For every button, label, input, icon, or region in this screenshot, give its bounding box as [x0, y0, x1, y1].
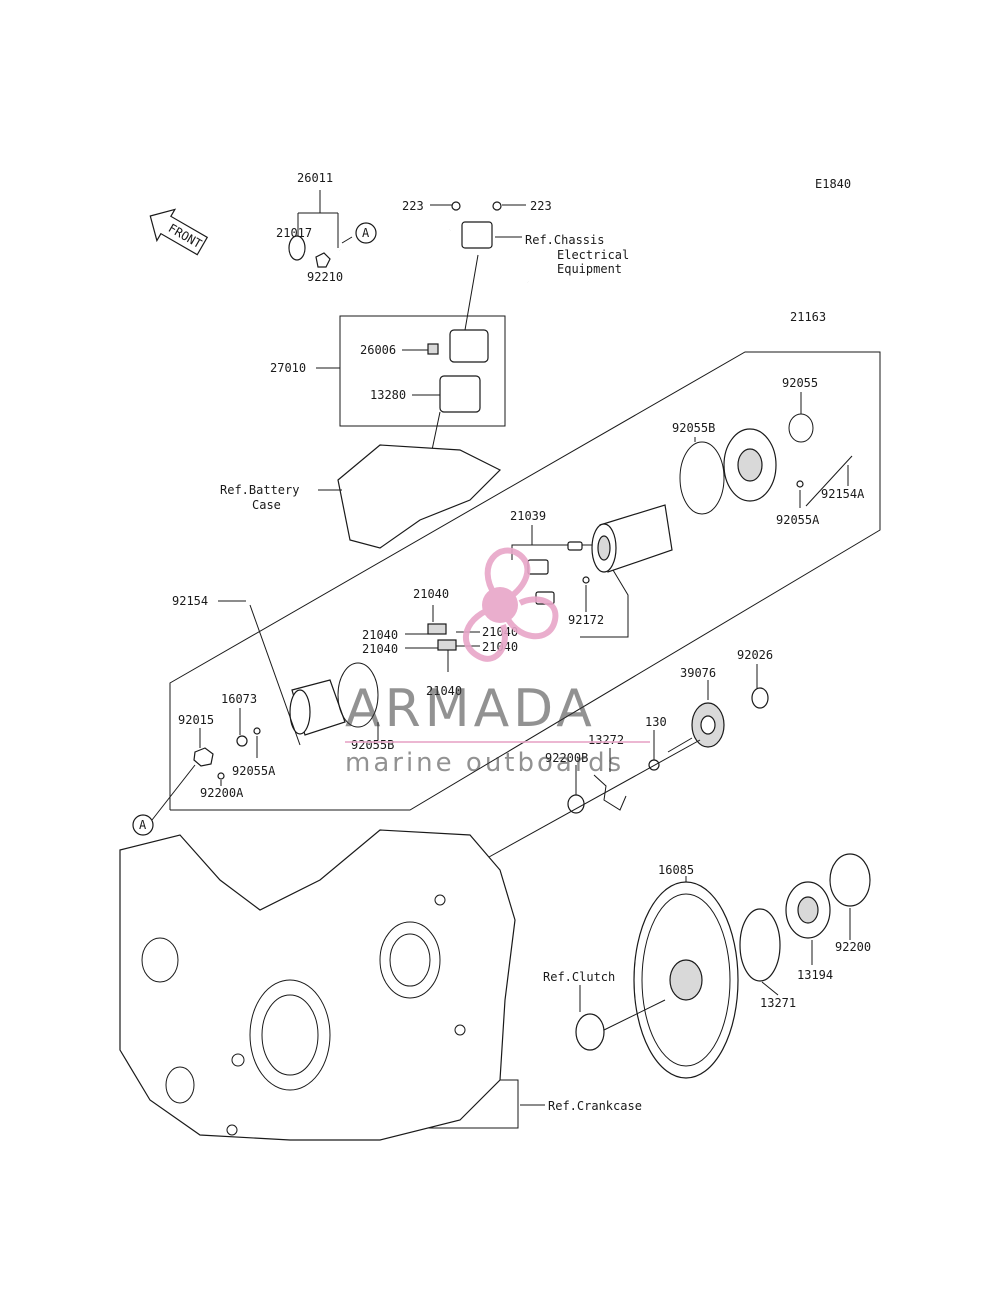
label-92172: 92172 — [568, 613, 604, 627]
label-92154A: 92154A — [821, 487, 865, 501]
chassis-connector — [461, 221, 493, 249]
front-arrow-icon: FRONT — [149, 208, 209, 256]
ref-chassis-line3: Equipment — [557, 262, 622, 276]
label-21040-d: 21040 — [362, 642, 398, 656]
washer-16073 — [236, 735, 248, 747]
label-92015: 92015 — [178, 713, 214, 727]
o-ring-92055B-top — [679, 441, 725, 515]
label-21017: 21017 — [276, 226, 312, 240]
nut-92210 — [315, 252, 331, 268]
o-ring-92055 — [788, 413, 814, 443]
bracket-crankcase — [380, 1079, 519, 1129]
label-26006: 26006 — [360, 343, 396, 357]
starter-yoke — [591, 504, 673, 573]
label-27010: 27010 — [270, 361, 306, 375]
armada-logo-icon — [462, 547, 559, 662]
label-223-right: 223 — [530, 199, 552, 213]
label-16073: 16073 — [221, 692, 257, 706]
relay-cover-13280 — [439, 375, 481, 413]
starter-clutch-gear-16085 — [633, 881, 739, 1079]
label-130: 130 — [645, 715, 667, 729]
washer-92055A-top — [796, 480, 804, 488]
label-13280: 13280 — [370, 388, 406, 402]
starter-front-cover — [289, 679, 346, 736]
label-21039: 21039 — [510, 509, 546, 523]
battery-case — [337, 444, 502, 549]
o-ring-92055B-bottom — [337, 662, 379, 728]
label-92026: 92026 — [737, 648, 773, 662]
starter-end-cover — [723, 428, 777, 502]
screw-92172 — [582, 576, 590, 584]
ref-chassis-line1: Ref.Chassis — [525, 233, 604, 247]
crankcase — [119, 829, 516, 1141]
ref-clutch: Ref.Clutch — [543, 970, 615, 984]
label-92055A-top: 92055A — [776, 513, 820, 527]
ref-crankcase: Ref.Crankcase — [548, 1099, 642, 1113]
label-92200A: 92200A — [200, 786, 244, 800]
label-39076: 39076 — [680, 666, 716, 680]
idle-gear-39076 — [667, 702, 725, 753]
label-92055A-bottom: 92055A — [232, 764, 276, 778]
terminal-cap-21017 — [288, 235, 306, 261]
label-13272: 13272 — [588, 733, 624, 747]
bolt-92154A — [805, 455, 853, 507]
ref-chassis-line2: Electrical — [557, 248, 629, 262]
ref-battery-line2: Case — [252, 498, 281, 512]
label-92055: 92055 — [782, 376, 818, 390]
clutch-ref-washer — [575, 1013, 605, 1051]
starter-relay — [449, 329, 489, 363]
label-21040-c: 21040 — [482, 625, 518, 639]
label-21163: 21163 — [790, 310, 826, 324]
label-92200B: 92200B — [545, 751, 588, 765]
watermark: ARMADA marine outboards — [345, 547, 650, 778]
starter-cable — [339, 228, 530, 331]
brush-holder-21039 — [527, 525, 583, 605]
bolt-223-right — [492, 201, 526, 211]
ref-battery-line1: Ref.Battery — [220, 483, 299, 497]
label-92154: 92154 — [172, 594, 208, 608]
label-21040-b: 21040 — [362, 628, 398, 642]
plate-13271 — [739, 908, 781, 982]
plate-92200 — [829, 853, 871, 907]
plate-13272 — [593, 774, 627, 811]
o-ring-92055A-bottom — [253, 727, 261, 735]
washer-92200A — [217, 772, 225, 780]
watermark-tagline: marine outboards — [345, 748, 624, 778]
group-box-21163 — [169, 351, 881, 811]
label-21040-f: 21040 — [426, 684, 462, 698]
group-box-27010 — [339, 315, 506, 427]
label-92200: 92200 — [835, 940, 871, 954]
diagram-code: E1840 — [815, 177, 851, 191]
callout-a-top-label: A — [362, 226, 370, 240]
callout-a-top — [355, 222, 377, 244]
label-223-left: 223 — [402, 199, 424, 213]
callout-a-bottom-label: A — [139, 818, 147, 832]
fuse-26006 — [427, 343, 439, 355]
label-26011: 26011 — [297, 171, 333, 185]
label-21040-a: 21040 — [413, 587, 449, 601]
bolt-92154 — [249, 604, 301, 746]
label-13194: 13194 — [797, 968, 833, 982]
callout-a-bottom — [132, 814, 154, 836]
washer-92200B — [567, 794, 585, 814]
label-92055B-top: 92055B — [672, 421, 715, 435]
label-92210: 92210 — [307, 270, 343, 284]
nut-92015 — [193, 747, 214, 767]
washer-92026 — [751, 687, 769, 709]
bolt-223-left — [430, 201, 461, 211]
label-13271: 13271 — [760, 996, 796, 1010]
label-16085: 16085 — [658, 863, 694, 877]
watermark-brand: ARMADA — [345, 679, 596, 739]
starter-clutch-13194 — [785, 881, 831, 939]
